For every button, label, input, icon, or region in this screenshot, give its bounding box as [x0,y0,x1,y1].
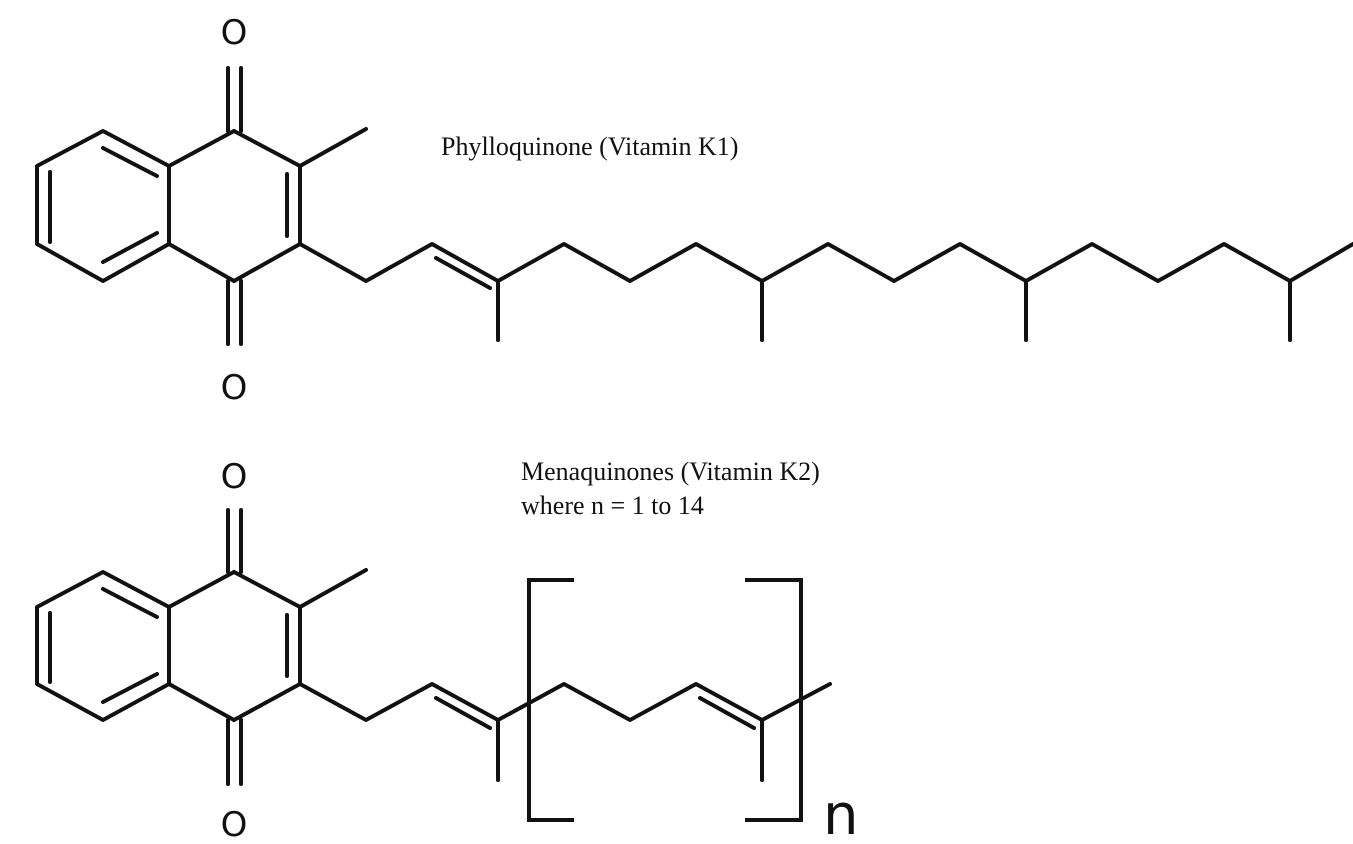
k2-benzene-ring [35,570,171,722]
k1-carbonyl-bottom [226,279,243,346]
k2-oxygen-top-label: O [221,457,248,497]
k1-oxygen-top-label: O [221,13,248,53]
menaquinone-structure: n O O Menaquinones (Vitamin K2) where n … [35,457,859,844]
repeat-count-subscript: n [823,783,859,844]
k2-methyl-group [298,568,368,609]
k1-methyl-group [298,127,368,168]
k2-quinone-ring [167,570,302,722]
k2-oxygen-bottom-label: O [221,805,248,844]
k1-carbonyl-top [226,66,243,133]
k1-quinone-ring [167,129,302,283]
k2-caption-line1: Menaquinones (Vitamin K2) [521,457,820,486]
k2-prenyl-chain [298,682,832,782]
k1-phytyl-chain [298,242,1353,342]
repeat-unit-left-bracket [527,578,574,822]
phylloquinone-structure: O O Phylloquinone (Vitamin K1) [35,13,1353,408]
k2-carbonyl-bottom [226,718,243,786]
k1-benzene-ring [35,129,171,283]
repeat-unit-right-bracket [745,578,803,822]
k1-oxygen-bottom-label: O [221,368,248,408]
k1-caption: Phylloquinone (Vitamin K1) [441,132,738,161]
k2-carbonyl-top [226,508,243,574]
k2-caption-line2: where n = 1 to 14 [521,491,704,520]
